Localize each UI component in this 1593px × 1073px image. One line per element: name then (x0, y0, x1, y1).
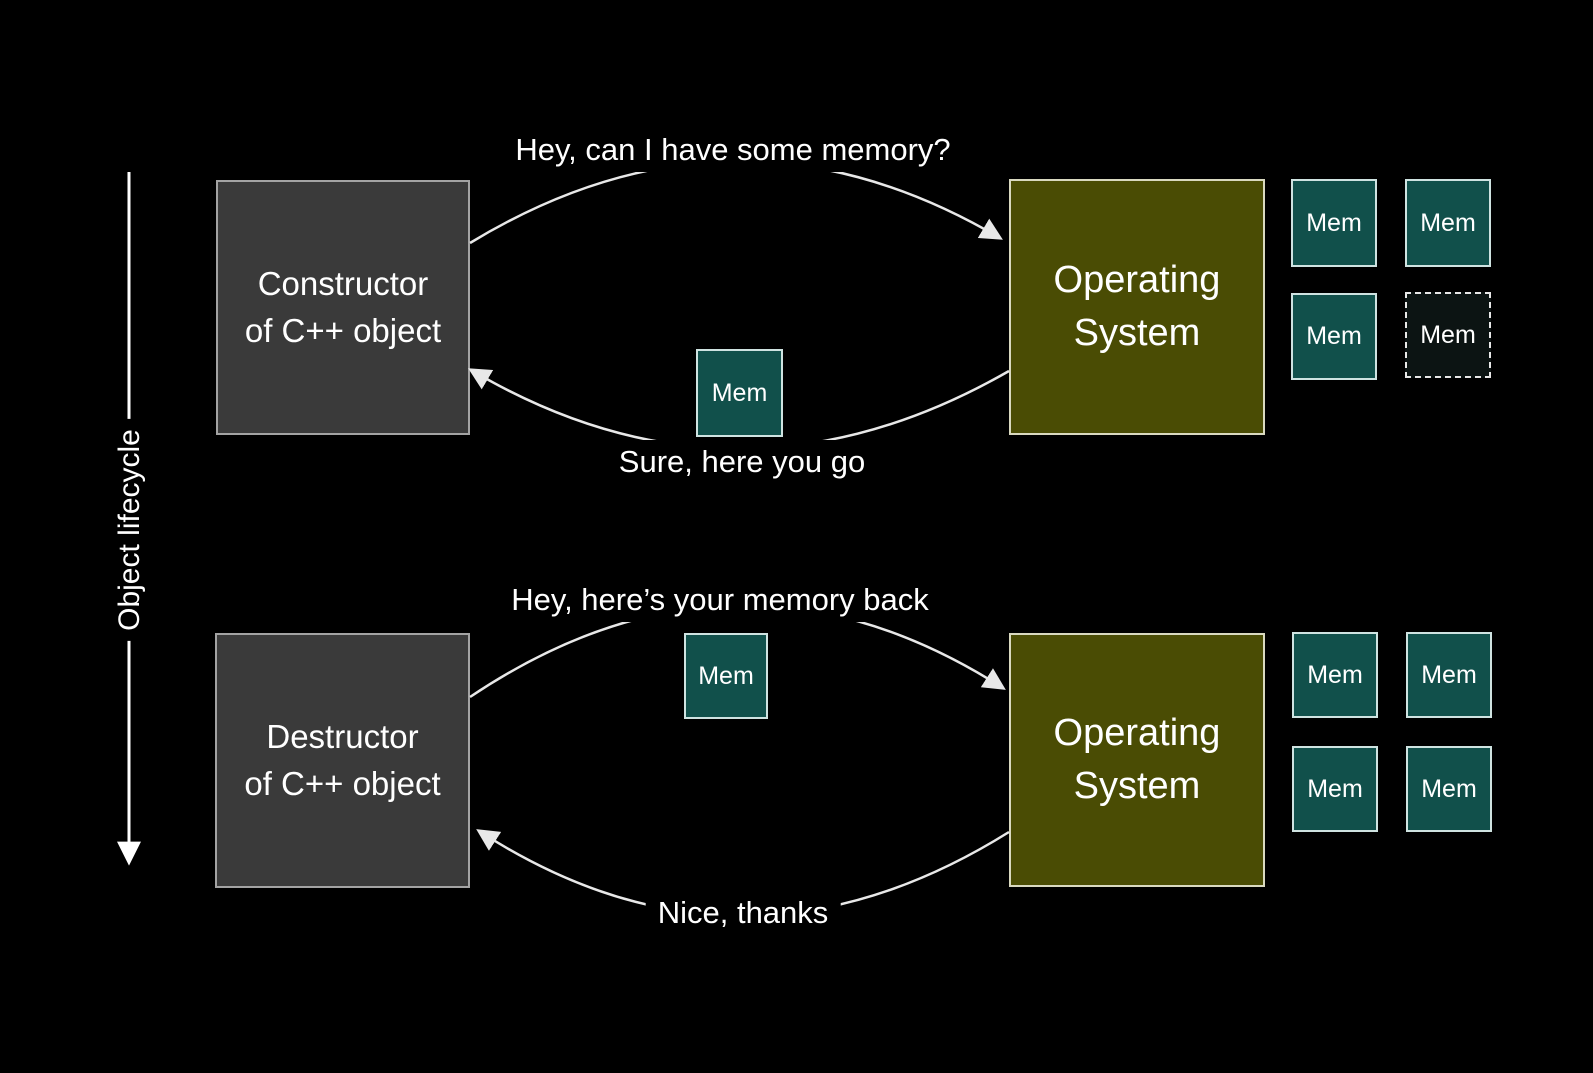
os-box-bottom-line2: System (1073, 765, 1201, 807)
lifecycle-axis-label: Object lifecycle (111, 419, 149, 641)
mem-unit-in-transit-bottom: Mem (684, 633, 768, 719)
grant-memory-arrow (468, 368, 1010, 450)
destructor-box: Destructor of C++ object (215, 633, 470, 888)
destructor-box-label: Destructor of C++ object (244, 714, 440, 806)
mem-unit: Mem (1405, 179, 1491, 267)
mem-unit-given-away: Mem (1405, 292, 1491, 378)
constructor-box-label: Constructor of C++ object (245, 261, 441, 353)
os-box-bottom: Operating System (1009, 633, 1265, 887)
constructor-box: Constructor of C++ object (216, 180, 470, 435)
os-box-top-line2: System (1073, 312, 1201, 354)
os-box-bottom-label: Operating System (1054, 707, 1221, 813)
request-memory-arrow (469, 160, 1003, 245)
os-box-top-label: Operating System (1054, 254, 1221, 360)
mem-unit: Mem (1292, 746, 1378, 832)
constructor-box-line1: Constructor (257, 265, 429, 303)
return-memory-message: Hey, here’s your memory back (499, 578, 941, 622)
destructor-box-line1: Destructor (266, 718, 419, 756)
mem-unit: Mem (1291, 179, 1377, 267)
acknowledge-message: Nice, thanks (645, 891, 841, 935)
mem-unit: Mem (1406, 632, 1492, 718)
constructor-box-line2: of C++ object (244, 311, 442, 349)
os-box-top-line1: Operating (1053, 258, 1221, 301)
mem-unit-in-transit-top: Mem (696, 349, 783, 437)
os-box-bottom-line1: Operating (1053, 711, 1221, 754)
mem-unit: Mem (1292, 632, 1378, 718)
destructor-box-line2: of C++ object (244, 764, 441, 802)
mem-unit: Mem (1291, 293, 1377, 380)
grant-memory-message: Sure, here you go (606, 440, 878, 484)
mem-unit: Mem (1406, 746, 1492, 832)
os-box-top: Operating System (1009, 179, 1265, 435)
request-memory-message: Hey, can I have some memory? (503, 128, 963, 172)
